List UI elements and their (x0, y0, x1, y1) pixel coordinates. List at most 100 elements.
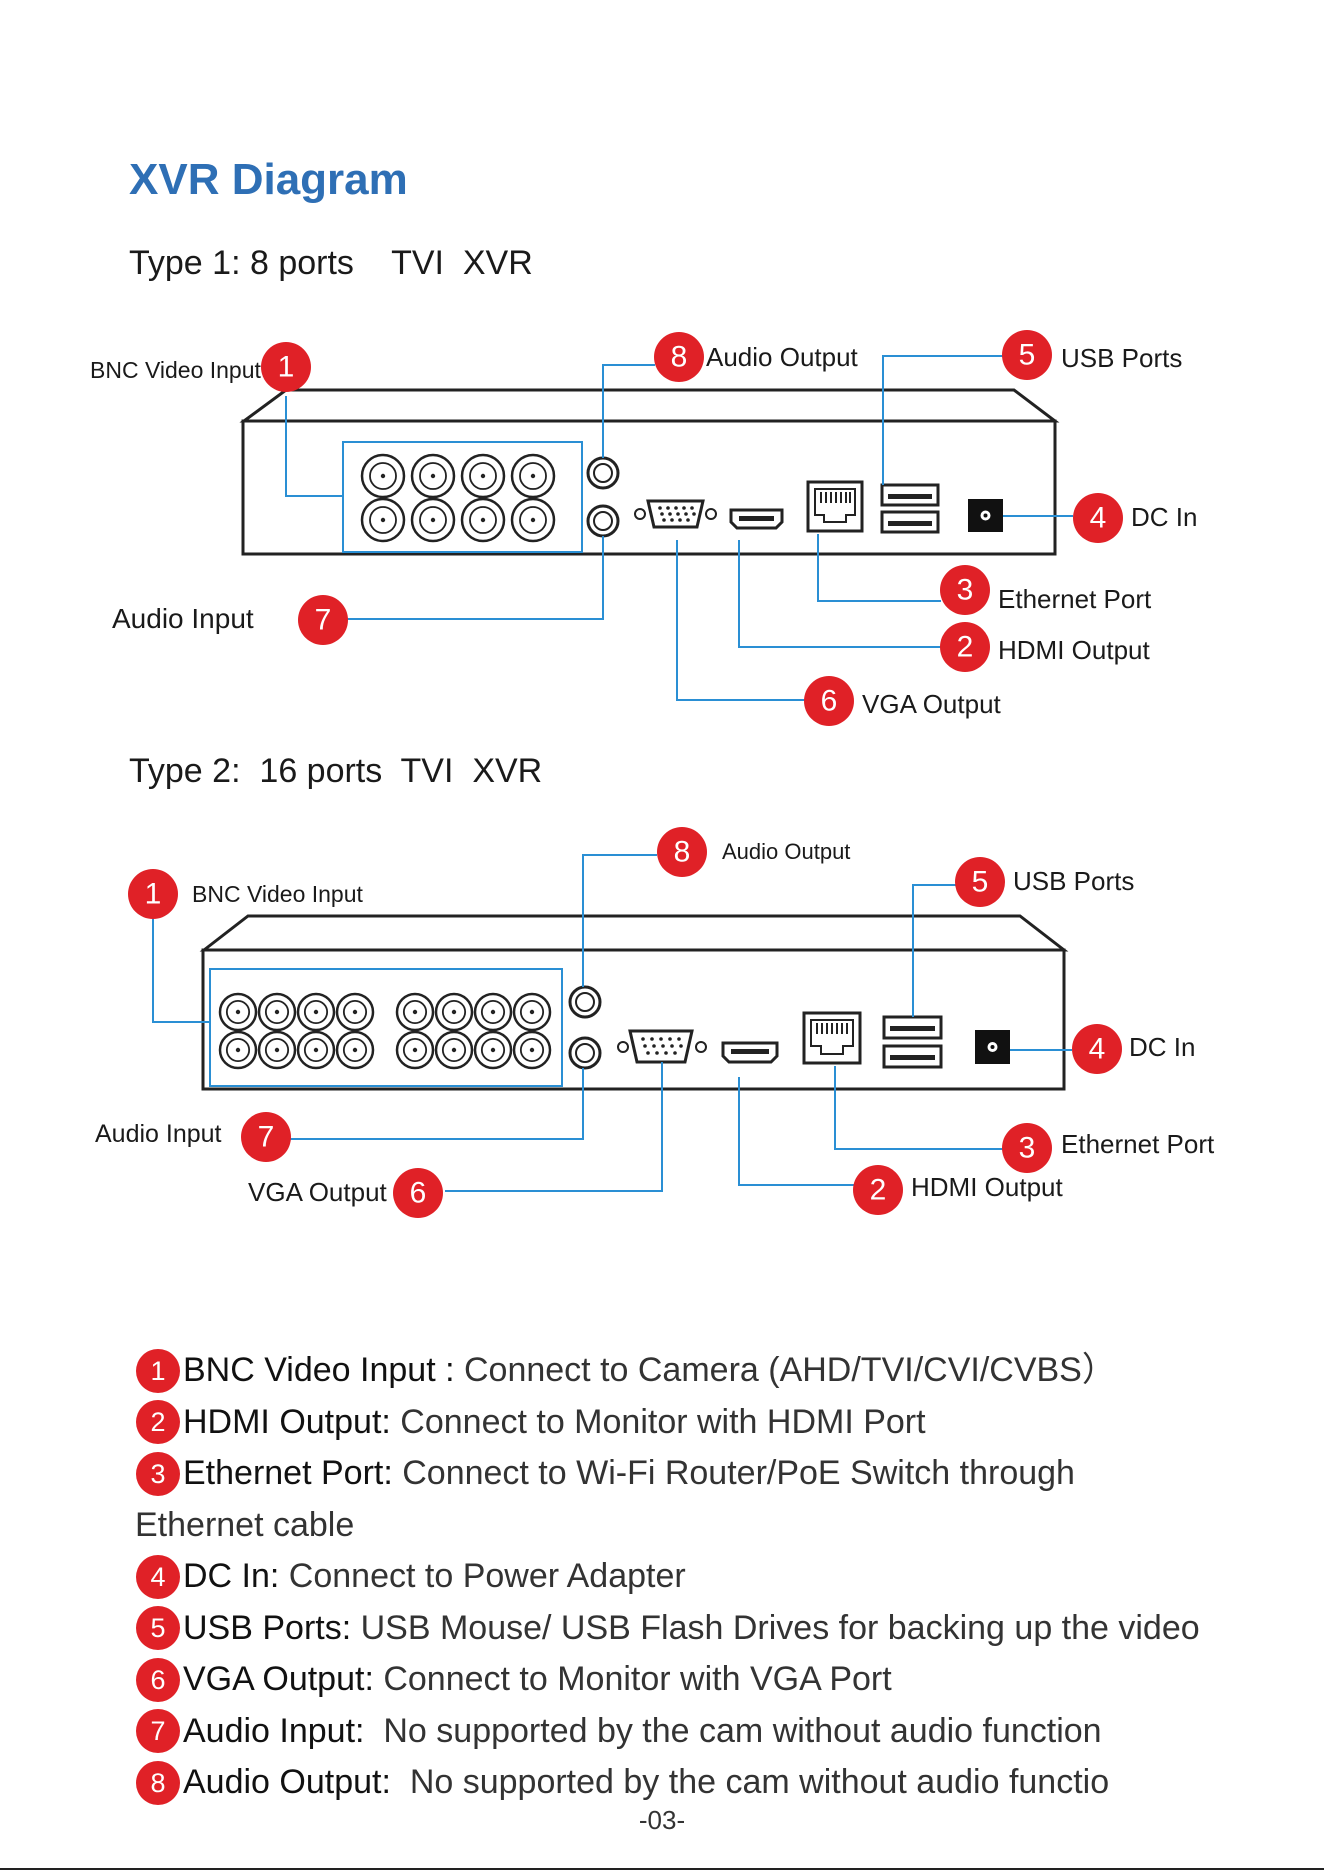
leader-lines (152, 854, 1072, 1192)
bnc-connector-icon (410, 497, 456, 543)
label-audio-output: Audio Output (722, 839, 850, 864)
svg-text:8: 8 (674, 836, 691, 869)
type2-diagram: 1 8 5 4 7 3 2 6 BNC Video Input Audio Ou… (95, 827, 1215, 1218)
bnc-connector-icon (335, 992, 375, 1032)
badge-audio-input: 7 (241, 1112, 291, 1162)
bottom-rule (0, 1868, 1324, 1870)
legend-desc: No supported by the cam without audio fu… (364, 1711, 1102, 1750)
label-bnc-video-input: BNC Video Input (90, 357, 262, 383)
legend-badge: 7 (136, 1709, 180, 1754)
svg-text:1: 1 (278, 351, 295, 384)
bnc-connector-icon (512, 1030, 552, 1070)
legend-term: HDMI Output: (183, 1402, 391, 1441)
bnc-connector-icon (296, 1030, 336, 1070)
bnc-connector-icon (257, 992, 297, 1032)
legend-desc: Connect to Monitor with VGA Port (373, 1660, 892, 1698)
bnc-connector-icon (512, 992, 552, 1032)
page-title: XVR Diagram (129, 155, 408, 204)
label-usb-ports: USB Ports (1013, 866, 1134, 896)
type1-diagram: 1 8 5 4 7 3 2 6 BNC Video Input Audio Ou… (90, 330, 1197, 726)
label-dc-in: DC In (1129, 1032, 1195, 1062)
svg-text:5: 5 (972, 866, 989, 899)
legend-badge: 6 (136, 1657, 180, 1702)
legend-term: BNC Video Input : (183, 1351, 455, 1389)
badge-usb: 5 (1002, 330, 1052, 380)
svg-text:4: 4 (1089, 1033, 1106, 1066)
bnc-connector-icon (510, 453, 556, 499)
svg-text:7: 7 (315, 604, 332, 637)
legend-term: VGA Output: (183, 1660, 374, 1698)
label-usb-ports: USB Ports (1061, 343, 1182, 373)
badge-dc: 4 (1073, 493, 1123, 543)
dc-in-icon (975, 1030, 1010, 1064)
badge-ethernet: 3 (940, 565, 990, 615)
bnc-connectors (218, 992, 552, 1070)
badge-audio-output: 8 (657, 827, 707, 877)
page-number: -03- (638, 1805, 686, 1835)
bnc-connector-icon (434, 1030, 474, 1070)
svg-text:2: 2 (957, 631, 974, 664)
badge-vga: 6 (804, 676, 854, 726)
svg-text:1: 1 (145, 878, 162, 911)
bnc-connector-icon (296, 992, 336, 1032)
bnc-connector-icon (218, 992, 258, 1032)
bnc-group-outline (209, 968, 563, 1087)
bnc-connectors (360, 453, 556, 543)
type1-heading: Type 1: 8 ports TVI XVR (129, 244, 533, 282)
hdmi-port-icon (729, 508, 784, 530)
legend-badge: 8 (136, 1760, 180, 1805)
legend-term: Audio Output: (183, 1763, 391, 1801)
ethernet-port-icon (802, 1011, 862, 1065)
badge-audio-output: 8 (654, 332, 704, 382)
legend-desc: No supported by the cam without audio fu… (390, 1763, 1110, 1801)
bnc-connector-icon (335, 1030, 375, 1070)
svg-text:8: 8 (671, 341, 688, 374)
legend-term: DC In: (183, 1557, 280, 1595)
label-hdmi-output: HDMI Output (998, 635, 1150, 665)
label-bnc-video-input: BNC Video Input (192, 881, 364, 907)
label-dc-in: DC In (1131, 502, 1197, 532)
legend-desc: Connect to Power Adapter (279, 1557, 686, 1595)
svg-text:6: 6 (410, 1177, 427, 1210)
bnc-connector-icon (257, 1030, 297, 1070)
legend-desc-continuation: Ethernet cable (135, 1505, 355, 1544)
legend-term: USB Ports: (183, 1608, 352, 1647)
legend-badge: 1 (136, 1348, 180, 1393)
dc-in-icon (968, 499, 1003, 532)
svg-text:2: 2 (870, 1174, 887, 1207)
legend-badge: 5 (136, 1606, 180, 1651)
badge-hdmi: 2 (940, 622, 990, 672)
usb-ports-icon (882, 1015, 943, 1069)
bnc-connector-icon (473, 1030, 513, 1070)
legend-desc: Connect to Monitor with HDMI Port (390, 1402, 926, 1441)
svg-text:4: 4 (1090, 502, 1107, 535)
badge-bnc: 1 (128, 869, 178, 919)
svg-text:5: 5 (1019, 339, 1036, 372)
bnc-connector-icon (473, 992, 513, 1032)
label-audio-input: Audio Input (95, 1120, 222, 1148)
svg-text:6: 6 (821, 685, 838, 718)
label-ethernet-port: Ethernet Port (998, 584, 1152, 614)
bnc-connector-icon (395, 992, 435, 1032)
badge-vga: 6 (393, 1168, 443, 1218)
bnc-connector-icon (360, 453, 406, 499)
legend-badge: 3 (136, 1451, 180, 1496)
svg-text:3: 3 (957, 574, 974, 607)
leader-lines (285, 355, 1073, 701)
svg-text:3: 3 (1019, 1132, 1036, 1165)
label-ethernet-port: Ethernet Port (1061, 1129, 1215, 1159)
legend-desc: Connect to Camera (AHD/TVI/CVI/CVBS） (454, 1351, 1116, 1389)
bnc-connector-icon (434, 992, 474, 1032)
ethernet-port-icon (806, 480, 864, 533)
usb-ports-icon (880, 483, 940, 534)
label-audio-output: Audio Output (706, 342, 859, 372)
